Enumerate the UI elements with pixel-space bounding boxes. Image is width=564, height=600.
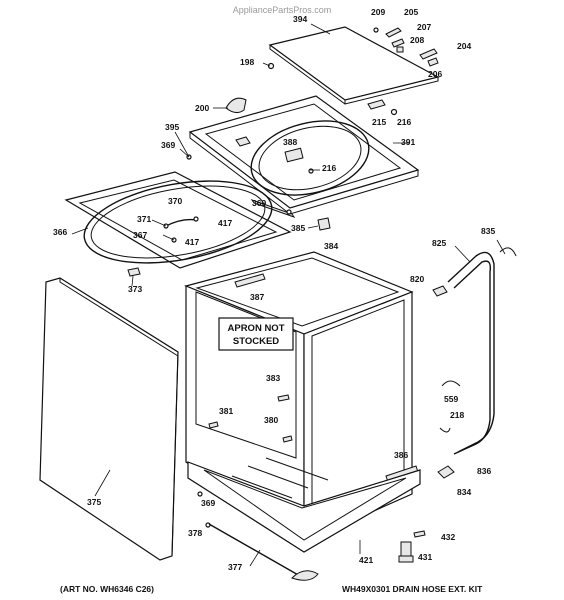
callout-206: 206 xyxy=(428,69,442,79)
callout-371: 371 xyxy=(137,214,151,224)
callout-366: 366 xyxy=(53,227,67,237)
callout-215: 215 xyxy=(372,117,386,127)
callout-373: 373 xyxy=(128,284,142,294)
callout-431: 431 xyxy=(418,552,432,562)
front-panel-part xyxy=(39,277,179,561)
callout-218: 218 xyxy=(450,410,464,420)
top-cover-part xyxy=(188,95,420,218)
callout-204: 204 xyxy=(457,41,471,51)
callout-369c: 369 xyxy=(201,498,215,508)
callout-836: 836 xyxy=(477,466,491,476)
callout-209: 209 xyxy=(371,7,385,17)
frame-screws xyxy=(186,154,331,231)
callout-417b: 417 xyxy=(185,237,199,247)
callout-825: 825 xyxy=(432,238,446,248)
lid-hinge-parts xyxy=(373,27,439,67)
callout-388: 388 xyxy=(283,137,297,147)
lid-switch-parts xyxy=(225,62,398,116)
callout-387: 387 xyxy=(250,292,264,302)
callout-380: 380 xyxy=(264,415,278,425)
callout-384: 384 xyxy=(324,241,338,251)
callout-386: 386 xyxy=(394,450,408,460)
apron-note-line1: APRON NOT xyxy=(228,323,285,334)
callout-200: 200 xyxy=(195,103,209,113)
callout-216b: 216 xyxy=(322,163,336,173)
lid-part xyxy=(268,26,440,105)
callout-378: 378 xyxy=(188,528,202,538)
callout-370: 370 xyxy=(168,196,182,206)
apron-note-line2: STOCKED xyxy=(233,336,279,347)
callout-198: 198 xyxy=(240,57,254,67)
callout-216a: 216 xyxy=(397,117,411,127)
apron-note-box: APRON NOT STOCKED xyxy=(218,317,294,351)
drain-hose-part xyxy=(432,247,517,479)
callout-834: 834 xyxy=(457,487,471,497)
rod-377 xyxy=(208,523,319,581)
callout-369a: 369 xyxy=(161,140,175,150)
drain-hose-kit-caption: WH49X0301 DRAIN HOSE EXT. KIT xyxy=(342,584,483,594)
callout-207: 207 xyxy=(417,22,431,32)
screw-369-base xyxy=(197,491,203,497)
callout-369b: 369 xyxy=(252,198,266,208)
top-frame-part xyxy=(64,171,292,269)
art-number-caption: (ART NO. WH6346 C26) xyxy=(60,584,154,594)
base-hardware xyxy=(398,530,426,563)
callout-385: 385 xyxy=(291,223,305,233)
leader-lines xyxy=(71,23,506,567)
callout-835: 835 xyxy=(481,226,495,236)
callout-205: 205 xyxy=(404,7,418,17)
callout-383: 383 xyxy=(266,373,280,383)
callout-377: 377 xyxy=(228,562,242,572)
callout-208: 208 xyxy=(410,35,424,45)
callout-820: 820 xyxy=(410,274,424,284)
callout-381: 381 xyxy=(219,406,233,416)
cabinet-part xyxy=(184,251,414,544)
callout-417a: 417 xyxy=(218,218,232,228)
callout-375: 375 xyxy=(87,497,101,507)
callout-559: 559 xyxy=(444,394,458,404)
callout-432: 432 xyxy=(441,532,455,542)
callout-367: 367 xyxy=(133,230,147,240)
callout-395: 395 xyxy=(165,122,179,132)
callout-391: 391 xyxy=(401,137,415,147)
base-part xyxy=(187,457,421,553)
callout-labels: 394 209 205 207 208 204 206 198 200 215 216 395 369 3… xyxy=(53,7,495,572)
callout-394: 394 xyxy=(293,14,307,24)
clip-373 xyxy=(127,267,141,277)
callout-421: 421 xyxy=(359,555,373,565)
watermark: AppliancePartsPros.com xyxy=(233,5,332,15)
